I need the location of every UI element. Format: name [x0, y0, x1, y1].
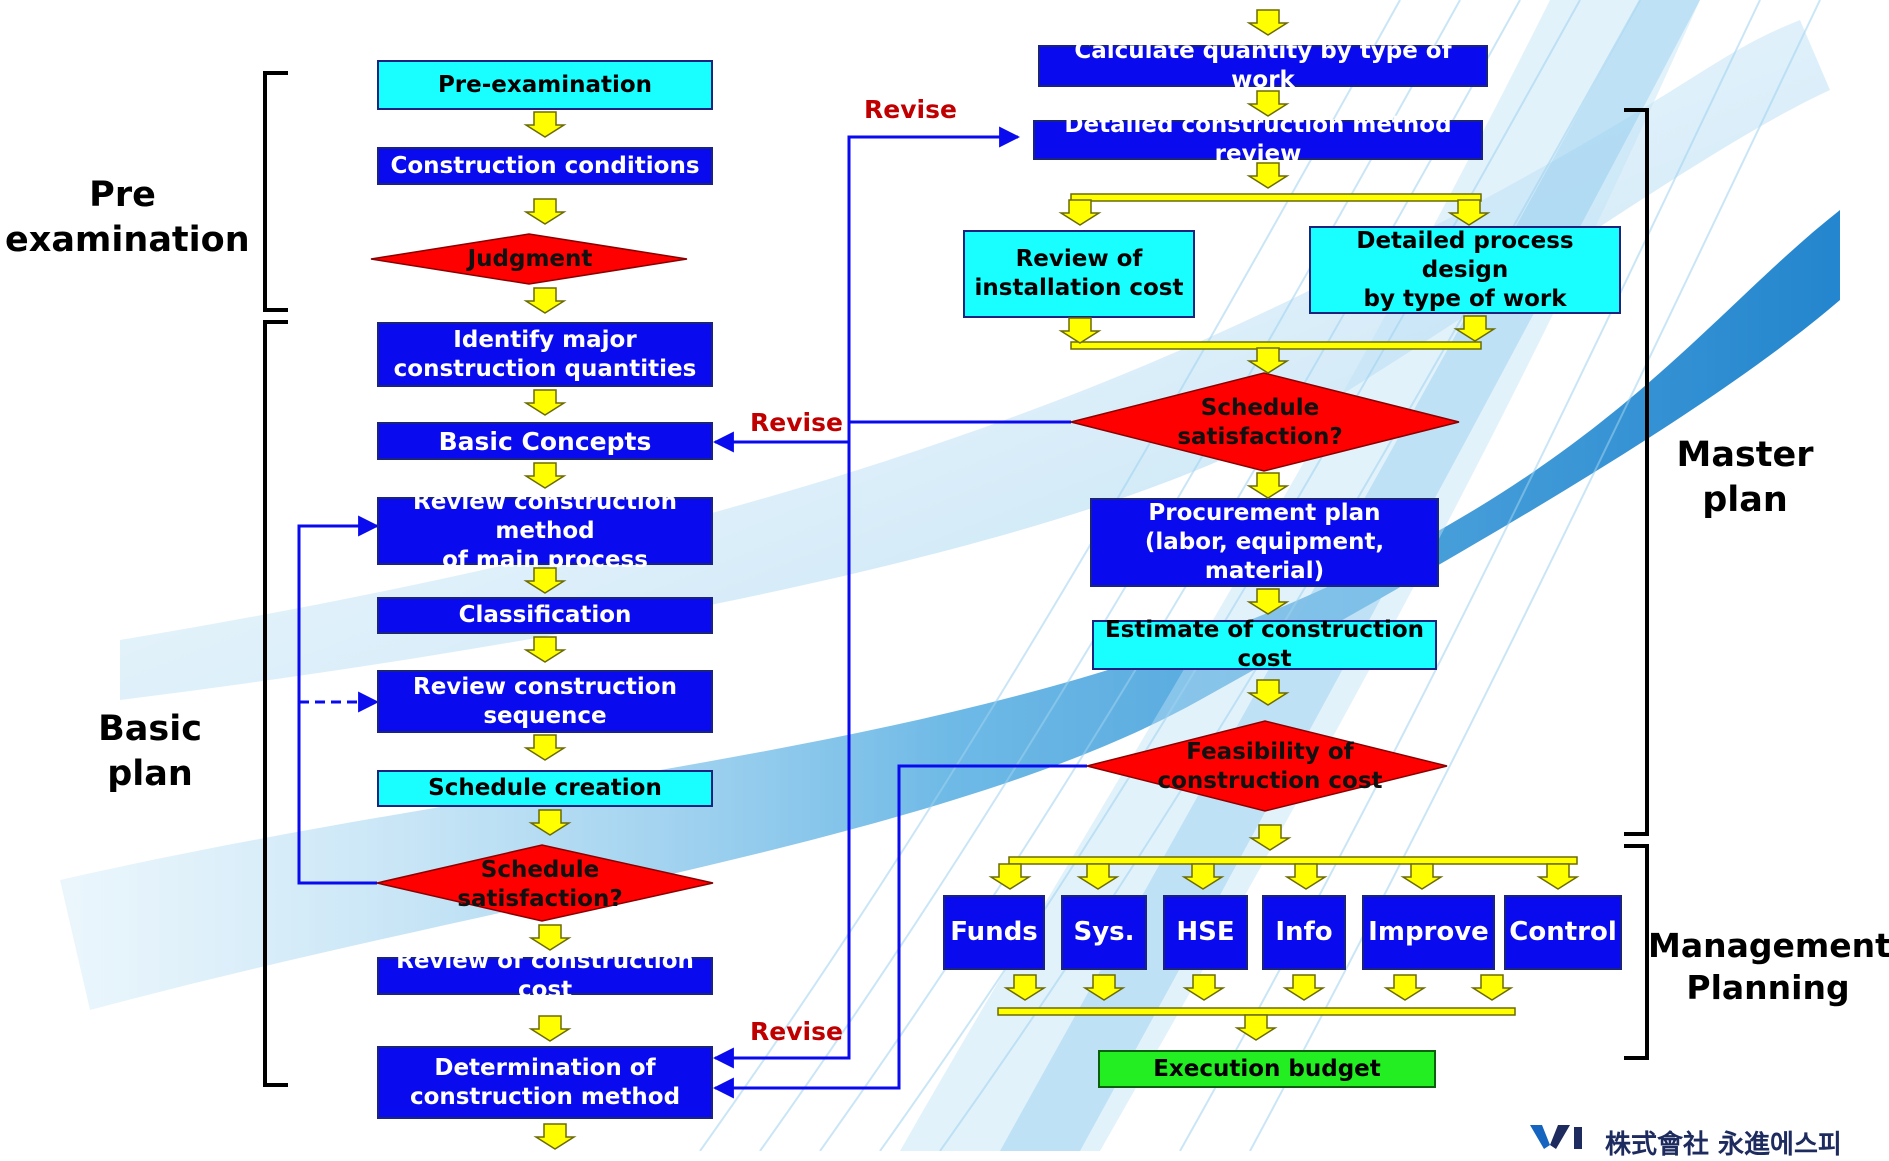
down-arrow-icon [523, 734, 567, 761]
down-arrow-icon [528, 809, 572, 836]
down-arrow-icon [1284, 863, 1328, 890]
schedule-satisfaction-label-master: Schedule satisfaction? [1177, 395, 1343, 450]
installation-cost-box: Review of installation cost [963, 230, 1195, 318]
down-arrow-icon [1058, 199, 1102, 226]
down-arrow-icon [1246, 679, 1290, 706]
judgment-decision [370, 233, 688, 285]
phase-label-master-plan: Master plan [1676, 435, 1814, 520]
management-item-sys: Sys. [1061, 895, 1147, 970]
management-item-improve: Improve [1362, 895, 1495, 970]
identify-quantities-box: Identify major construction quantities [377, 322, 713, 387]
phase-label-management-planning: Management Planning [1648, 926, 1889, 1007]
down-arrow-icon [1082, 974, 1126, 1001]
down-arrow-icon [533, 1123, 577, 1150]
schedule-satisfaction-decision-basic [376, 844, 714, 922]
down-arrow-icon [1181, 863, 1225, 890]
revise-label-bottom: Revise [750, 1017, 843, 1046]
judgment-label: Judgment [467, 245, 593, 272]
management-item-info: Info [1262, 895, 1346, 970]
feasibility-decision [1086, 720, 1448, 812]
split-bar-top [1070, 193, 1482, 202]
revise-label-middle: Revise [750, 408, 843, 437]
down-arrow-icon [528, 924, 572, 951]
down-arrow-icon [1058, 317, 1102, 344]
procurement-plan-box: Procurement plan (labor, equipment, mate… [1090, 498, 1439, 587]
down-arrow-icon [523, 567, 567, 594]
down-arrow-icon [1246, 90, 1290, 117]
down-arrow-icon [1447, 199, 1491, 226]
basic-plan-bracket [263, 320, 288, 1087]
down-arrow-icon [1248, 824, 1292, 851]
company-logo-icon [1530, 1125, 1582, 1149]
down-arrow-icon [1282, 974, 1326, 1001]
process-design-box: Detailed process design by type of work [1309, 226, 1621, 314]
phase-label-basic-plan: Basic plan [98, 709, 202, 794]
estimate-cost-box: Estimate of construction cost [1092, 617, 1437, 672]
basic-concepts-box: Basic Concepts [377, 422, 713, 460]
down-arrow-icon [1076, 863, 1120, 890]
down-arrow-icon [523, 287, 567, 314]
revise-label-top: Revise [864, 95, 957, 124]
revise-line-determination [712, 422, 851, 1069]
down-arrow-icon [1400, 863, 1444, 890]
schedule-loop-line [297, 515, 380, 885]
revise-line-top [847, 126, 1071, 424]
schedule-satisfaction-decision-master [1070, 372, 1460, 472]
pre-examination-bracket [263, 71, 288, 312]
company-name: 株式會社 永進에스피 [1605, 1130, 1842, 1160]
review-sequence-box: Review construction sequence [377, 670, 713, 733]
feasibility-label: Feasibility of construction cost [1157, 739, 1383, 794]
down-arrow-icon [523, 111, 567, 138]
management-item-funds: Funds [943, 895, 1045, 970]
down-arrow-icon [1182, 974, 1226, 1001]
down-arrow-icon [1246, 9, 1290, 36]
schedule-creation-box: Schedule creation [377, 770, 713, 807]
down-arrow-icon [1453, 315, 1497, 342]
down-arrow-icon [523, 636, 567, 663]
down-arrow-icon [1246, 472, 1290, 499]
management-planning-bracket [1624, 844, 1649, 1060]
down-arrow-icon [528, 1015, 572, 1042]
master-plan-bracket [1624, 108, 1649, 836]
down-arrow-icon [1536, 863, 1580, 890]
feasibility-feedback-line [712, 764, 1087, 1099]
phase-label-pre-examination: Pre examination [5, 175, 250, 260]
management-item-control: Control [1504, 895, 1622, 970]
down-arrow-icon [1470, 974, 1514, 1001]
down-arrow-icon [1003, 974, 1047, 1001]
split-bar-management [1008, 856, 1578, 865]
down-arrow-icon [523, 389, 567, 416]
management-item-hse: HSE [1163, 895, 1248, 970]
pre-examination-box: Pre-examination [377, 60, 713, 110]
down-arrow-icon [1234, 1014, 1278, 1041]
down-arrow-icon [988, 863, 1032, 890]
execution-budget-box: Execution budget [1098, 1050, 1436, 1088]
schedule-satisfaction-label-basic: Schedule satisfaction? [457, 857, 623, 912]
construction-conditions-box: Construction conditions [377, 147, 713, 185]
down-arrow-icon [523, 198, 567, 225]
determination-box: Determination of construction method [377, 1046, 713, 1119]
down-arrow-icon [1246, 162, 1290, 189]
classification-box: Classification [377, 597, 713, 634]
down-arrow-icon [1246, 588, 1290, 615]
down-arrow-icon [1383, 974, 1427, 1001]
down-arrow-icon [523, 462, 567, 489]
down-arrow-icon [1246, 347, 1290, 374]
